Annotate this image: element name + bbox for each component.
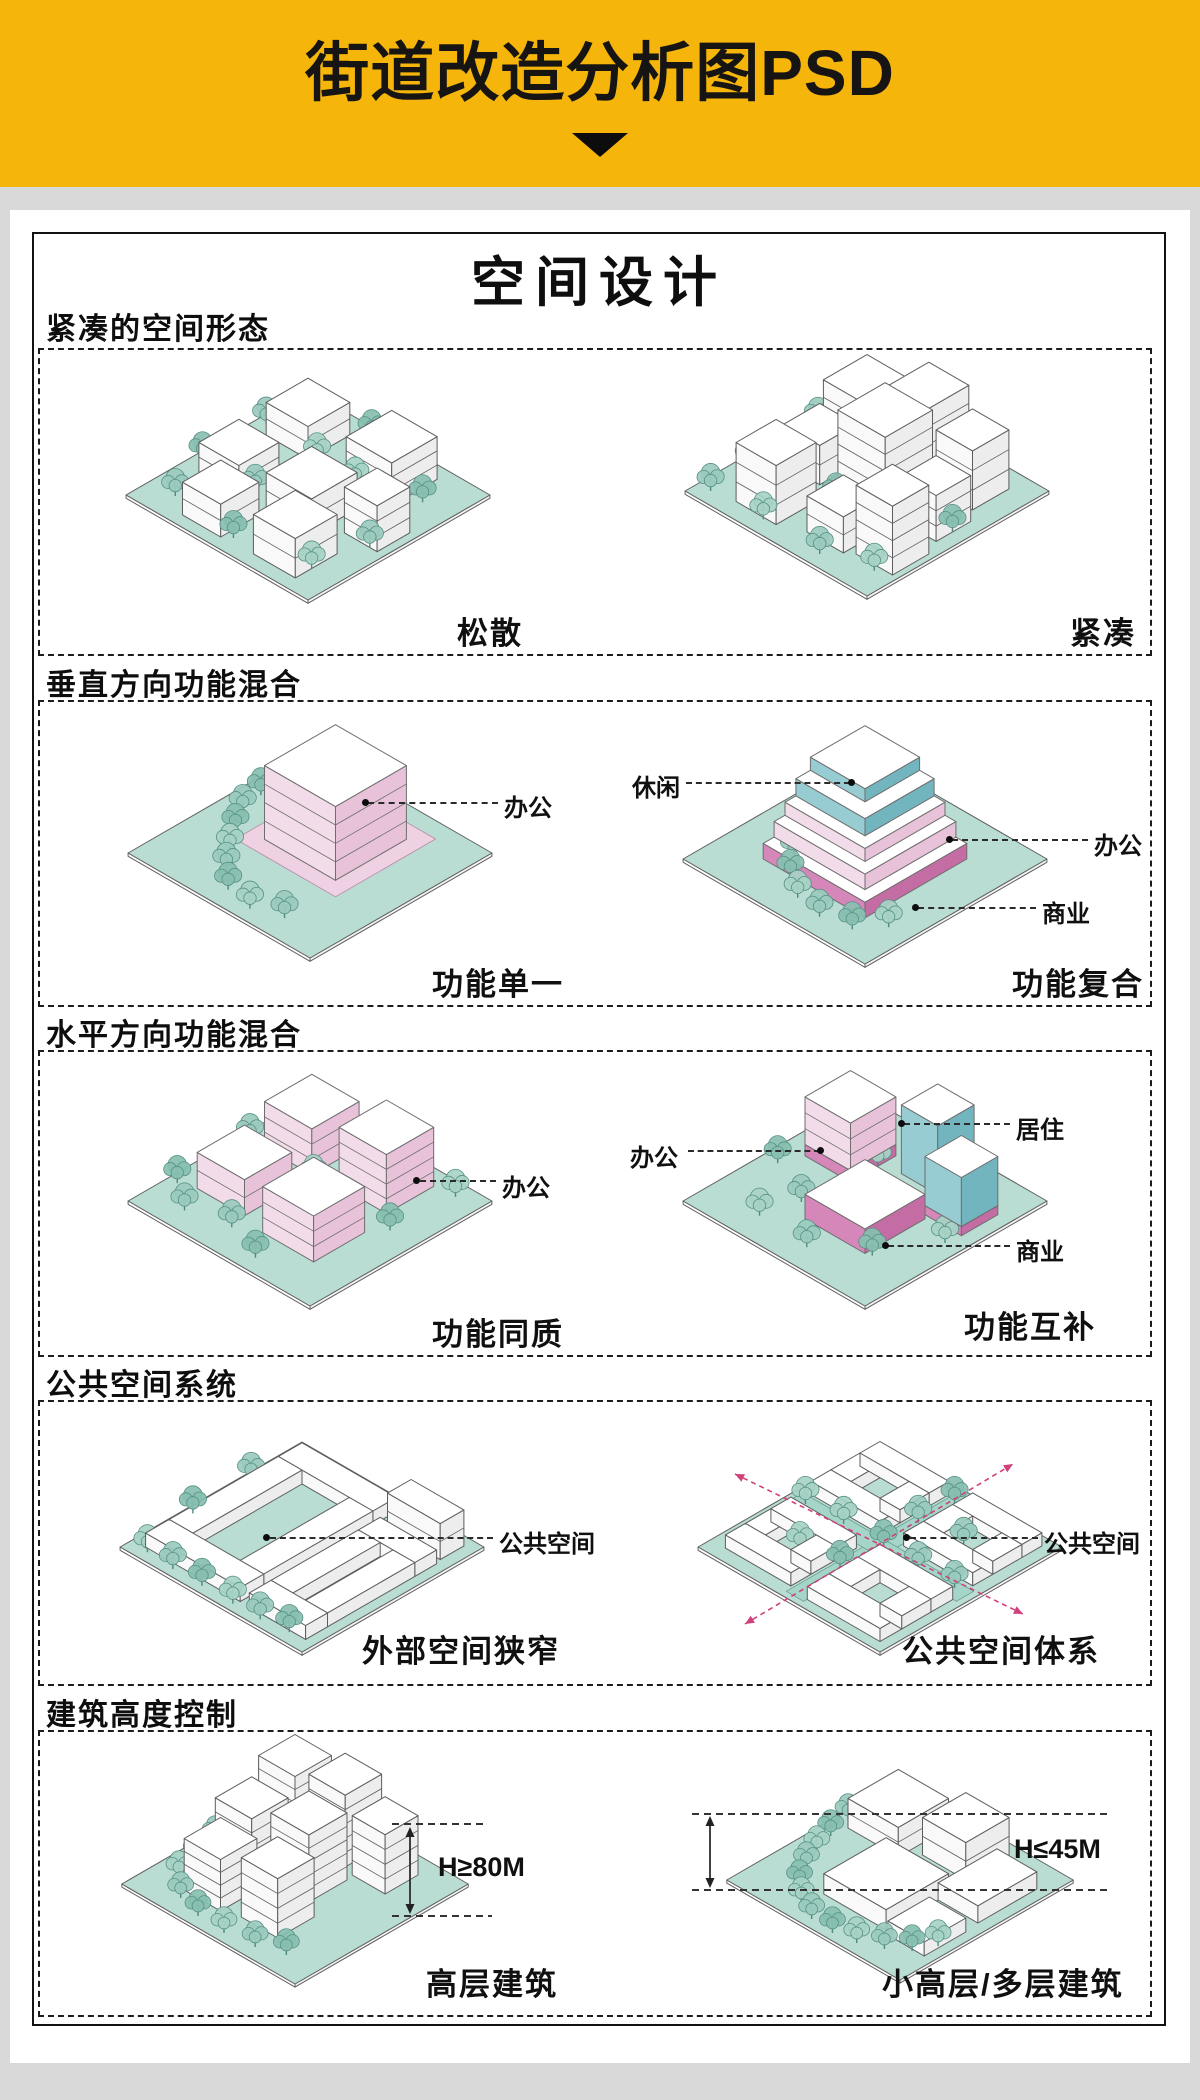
section-box-compact-form: 松散 紧凑 (38, 348, 1152, 656)
diagram-narrow-outdoor-space (119, 1441, 485, 1656)
diagram-midrise (692, 1768, 1107, 1984)
callout-commerce: 商业 (1016, 1239, 1064, 1266)
caption-loose: 松散 (457, 616, 523, 651)
caption-midrise: 小高层/多层建筑 (882, 1967, 1124, 2002)
callout-leader (686, 782, 850, 784)
section-heading-compact-form: 紧凑的空间形态 (46, 313, 270, 346)
caption-complementary: 功能互补 (964, 1310, 1096, 1345)
callout-dot (362, 799, 369, 806)
section-box-vertical-mix: 办公 休闲 办公 商业 功能单一 功能复合 (38, 700, 1152, 1007)
callout-commerce: 商业 (1042, 901, 1090, 928)
header-banner: 街道改造分析图PSD (0, 0, 1200, 187)
callout-dot (848, 779, 855, 786)
section-heading-public-space: 公共空间系统 (46, 1369, 238, 1402)
callout-public-space-right: 公共空间 (1044, 1531, 1140, 1558)
callout-office-right: 办公 (630, 1145, 678, 1172)
poster-page: 空间设计 紧凑的空间形态 松散 紧凑 垂直方向功能混合 办公 休闲 办公 商业 (10, 210, 1190, 2063)
content-frame: 空间设计 紧凑的空间形态 松散 紧凑 垂直方向功能混合 办公 休闲 办公 商业 (32, 232, 1166, 2026)
caption-homogeneous: 功能同质 (432, 1317, 564, 1352)
callout-public-space-left: 公共空间 (499, 1531, 595, 1558)
section-box-height-control: H≥80M 高层建筑 H≤45M 小高层/多层建筑 (38, 1730, 1152, 2017)
callout-leader (688, 1150, 820, 1152)
callout-dot (946, 836, 953, 843)
caption-single-function: 功能单一 (432, 967, 564, 1002)
section-box-public-space: 公共空间 公共空间 外部空间狭窄 公共空间体系 (38, 1400, 1152, 1686)
callout-dot (263, 1534, 270, 1541)
caption-public-system: 公共空间体系 (902, 1634, 1100, 1669)
diagram-mixed-function (682, 725, 1048, 968)
section-heading-horizontal-mix: 水平方向功能混合 (46, 1019, 302, 1052)
callout-dot (898, 1120, 905, 1127)
callout-leisure: 休闲 (632, 775, 680, 802)
callout-leader (952, 839, 1088, 841)
callout-dot (903, 1534, 910, 1541)
callout-leader (888, 1245, 1010, 1247)
caption-narrow-space: 外部空间狭窄 (362, 1634, 560, 1669)
callout-leader (910, 1537, 1038, 1539)
callout-leader (918, 907, 1036, 909)
diagram-homogeneous-function (127, 1073, 493, 1310)
section-heading-height-control: 建筑高度控制 (46, 1699, 238, 1732)
caption-highrise: 高层建筑 (426, 1967, 558, 2002)
diagram-highrise (121, 1734, 492, 1988)
callout-leader (420, 1180, 496, 1182)
callout-leader (904, 1123, 1010, 1125)
caption-mixed-function: 功能复合 (1012, 967, 1144, 1002)
page-title: 空间设计 (471, 253, 727, 313)
diagram-single-function (127, 724, 493, 962)
height-label-80m: H≥80M (438, 1852, 525, 1882)
caption-compact: 紧凑 (1070, 616, 1136, 651)
down-triangle-icon (572, 133, 628, 157)
callout-dot (882, 1242, 889, 1249)
callout-residence: 居住 (1016, 1117, 1064, 1144)
callout-dot (912, 904, 919, 911)
callout-office-right: 办公 (1094, 833, 1142, 860)
diagram-loose-layout (125, 377, 491, 604)
section-heading-vertical-mix: 垂直方向功能混合 (46, 669, 302, 702)
callout-office-left: 办公 (502, 1175, 550, 1202)
callout-office-left: 办公 (504, 795, 552, 822)
callout-dot (413, 1177, 420, 1184)
diagram-public-space-system (697, 1441, 1063, 1656)
section-box-horizontal-mix: 办公 办公 居住 商业 功能同质 功能互补 (38, 1050, 1152, 1357)
callout-leader (270, 1537, 493, 1539)
callout-dot (817, 1147, 824, 1154)
banner-title: 街道改造分析图PSD (305, 37, 895, 109)
height-label-45m: H≤45M (1014, 1834, 1101, 1864)
callout-leader (368, 802, 498, 804)
diagram-compact-layout (684, 354, 1050, 600)
diagram-complementary-function (682, 1070, 1048, 1310)
